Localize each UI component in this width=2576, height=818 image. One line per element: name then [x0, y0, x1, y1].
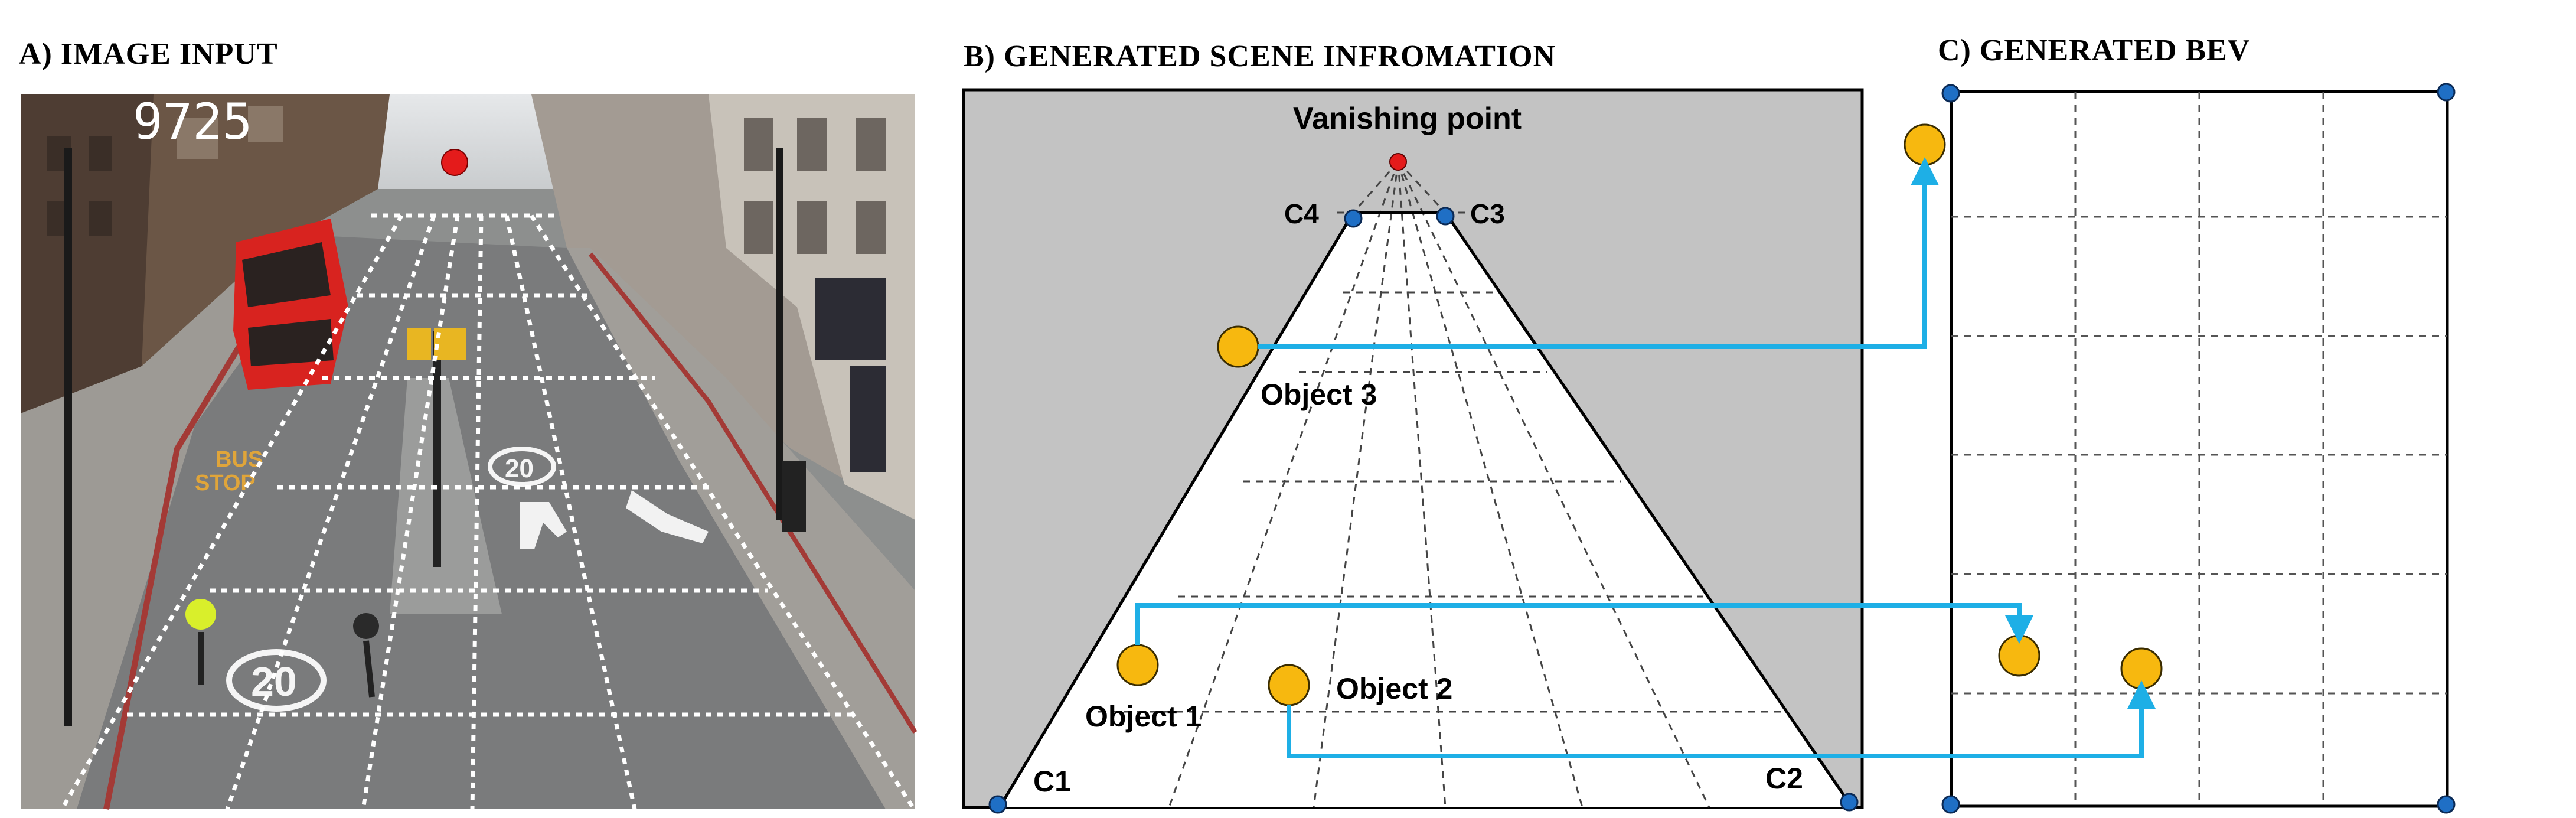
vanishing-point-marker [1389, 153, 1407, 171]
corner-c1-point [988, 795, 1007, 814]
bev-corner-top-left [1941, 84, 1960, 103]
object-2-marker [1268, 664, 1310, 706]
object-3-label: Object 3 [1261, 378, 1377, 411]
bev-grid [1951, 92, 2447, 806]
panel-c-title: C) GENERATED BEV [1938, 34, 2251, 67]
speed-limit-marking-1-text: 20 [251, 659, 297, 705]
ground-grid [1098, 161, 1783, 808]
bus-stop-marking-2: STOP [195, 471, 256, 496]
frame-number: 9725 [133, 93, 252, 151]
panel-b-title: B) GENERATED SCENE INFROMATION [964, 40, 1556, 73]
mapping-arrows [1135, 157, 2156, 758]
corner-c4-label: C4 [1284, 198, 1319, 229]
corner-c3-point [1436, 207, 1455, 226]
bus-stop-marking-1: BUS [216, 447, 263, 472]
bev-object-2-marker [2120, 647, 2163, 690]
bus-illustration [233, 219, 348, 390]
corner-c3-label: C3 [1470, 198, 1505, 229]
speed-limit-marking-2 [488, 447, 556, 487]
corner-c2-label: C2 [1765, 762, 1803, 795]
perspective-grid-overlay [60, 213, 916, 810]
corner-c1-label: C1 [1033, 765, 1071, 798]
object-1-label: Object 1 [1085, 700, 1202, 733]
bev-corner-top-right [2437, 83, 2456, 102]
bev-panel [1904, 83, 2456, 814]
vanishing-point-marker-photo [441, 149, 468, 176]
corner-c2-point [1840, 793, 1859, 812]
bev-corner-bottom-right [2437, 795, 2456, 814]
object-1-mapping-arrow [1135, 603, 2033, 645]
bev-corner-bottom-left [1941, 795, 1960, 814]
corner-c4-point [1344, 209, 1363, 228]
bev-object-3-marker [1904, 123, 1946, 166]
object-1-marker [1116, 644, 1159, 686]
speed-limit-marking-1 [226, 649, 327, 712]
scene-panel: Vanishing point C4 C3 C1 C2 Object 3 Obj… [962, 88, 1864, 814]
object-2-label: Object 2 [1336, 672, 1452, 705]
street-photo: BUS STOP 20 20 9725 [21, 93, 918, 810]
panel-a-title: A) IMAGE INPUT [19, 37, 278, 71]
object-3-marker [1217, 325, 1259, 368]
ground-boundary [998, 211, 1854, 809]
speed-limit-marking-2-text: 20 [505, 454, 534, 483]
bev-object-1-marker [1998, 634, 2040, 677]
object-2-mapping-arrow [1287, 680, 2156, 758]
object-3-mapping-arrow [1258, 157, 1939, 349]
ground-plane [1000, 213, 1852, 807]
vanishing-point-label: Vanishing point [1293, 102, 1522, 136]
